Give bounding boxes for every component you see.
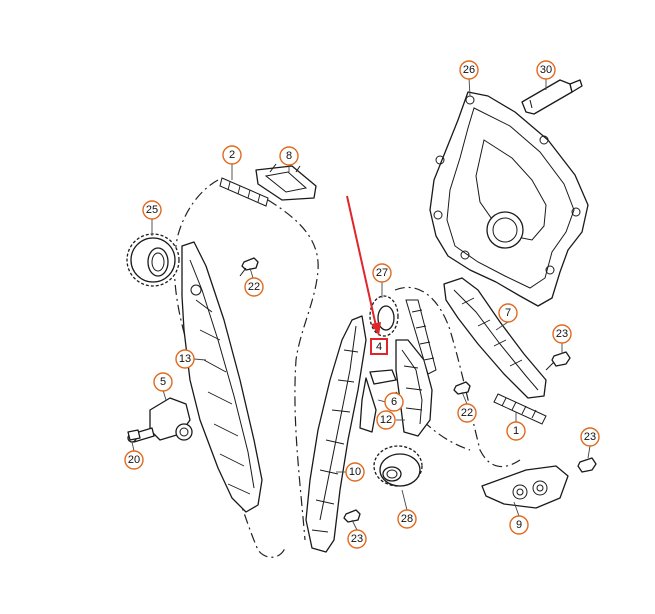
timing-chain-path: [173, 179, 521, 558]
callout-25: 25: [142, 200, 162, 220]
highlighted-callout-4: 4: [370, 338, 388, 355]
callout-8: 8: [279, 146, 299, 166]
highlight-arrow: [346, 195, 381, 336]
bolt-part: [545, 351, 571, 371]
sealant-tube-part: [521, 79, 583, 115]
callout-30: 30: [536, 60, 556, 80]
callout-label: 22: [461, 407, 473, 419]
short-chain-part: [405, 299, 437, 375]
bolt-part: [343, 509, 361, 523]
callout-label: 6: [391, 396, 397, 408]
callout-22: 22: [244, 277, 264, 297]
callout-label: 30: [540, 64, 552, 76]
callout-label: 23: [556, 328, 568, 340]
bolt-part: [577, 457, 597, 473]
tensioner-rail-part: [443, 277, 547, 399]
callout-28: 28: [397, 509, 417, 529]
callout-label: 12: [380, 414, 392, 426]
callout-2: 2: [222, 145, 242, 165]
callout-12: 12: [376, 410, 396, 430]
callout-label: 20: [128, 454, 140, 466]
bolt-part: [239, 257, 259, 277]
camshaft-sprocket-part: [126, 233, 180, 287]
timing-cover-part: [429, 91, 589, 307]
callout-label: 10: [349, 466, 361, 478]
callout-6: 6: [384, 392, 404, 412]
center-guide-rail-part: [305, 315, 367, 553]
callout-label: 13: [179, 353, 191, 365]
crankshaft-sprocket-part: [373, 445, 423, 487]
callout-label: 28: [401, 513, 413, 525]
callout-26: 26: [459, 60, 479, 80]
callout-label: 25: [146, 204, 158, 216]
callout-7: 7: [498, 303, 518, 323]
bolt-part: [453, 381, 471, 395]
callout-label: 9: [516, 519, 522, 531]
callout-label: 8: [286, 150, 292, 162]
callout-20: 20: [124, 450, 144, 470]
callout-label: 4: [376, 341, 382, 353]
left-guide-rail-part: [181, 241, 263, 513]
callout-23: 23: [580, 427, 600, 447]
callout-5: 5: [153, 372, 173, 392]
callout-22: 22: [457, 403, 477, 423]
callout-9: 9: [509, 515, 529, 535]
bolt-part: [127, 429, 141, 441]
callout-13: 13: [175, 349, 195, 369]
chain-tensioner-bracket-part: [255, 163, 317, 201]
callout-23: 23: [552, 324, 572, 344]
callout-label: 27: [376, 267, 388, 279]
callout-1: 1: [506, 421, 526, 441]
callout-label: 5: [160, 376, 166, 388]
callout-label: 23: [351, 533, 363, 545]
callout-23: 23: [347, 529, 367, 549]
callout-label: 7: [505, 307, 511, 319]
callout-label: 23: [584, 431, 596, 443]
callout-label: 26: [463, 64, 475, 76]
callout-label: 22: [248, 281, 260, 293]
callout-27: 27: [372, 263, 392, 283]
callout-label: 2: [229, 149, 235, 161]
small-guide-rail-part: [395, 339, 433, 437]
oil-pump-tensioner-part: [481, 465, 569, 509]
upper-chain-part: [219, 177, 269, 207]
oil-pump-chain-part: [493, 393, 547, 425]
callout-10: 10: [345, 462, 365, 482]
callout-label: 1: [513, 425, 519, 437]
